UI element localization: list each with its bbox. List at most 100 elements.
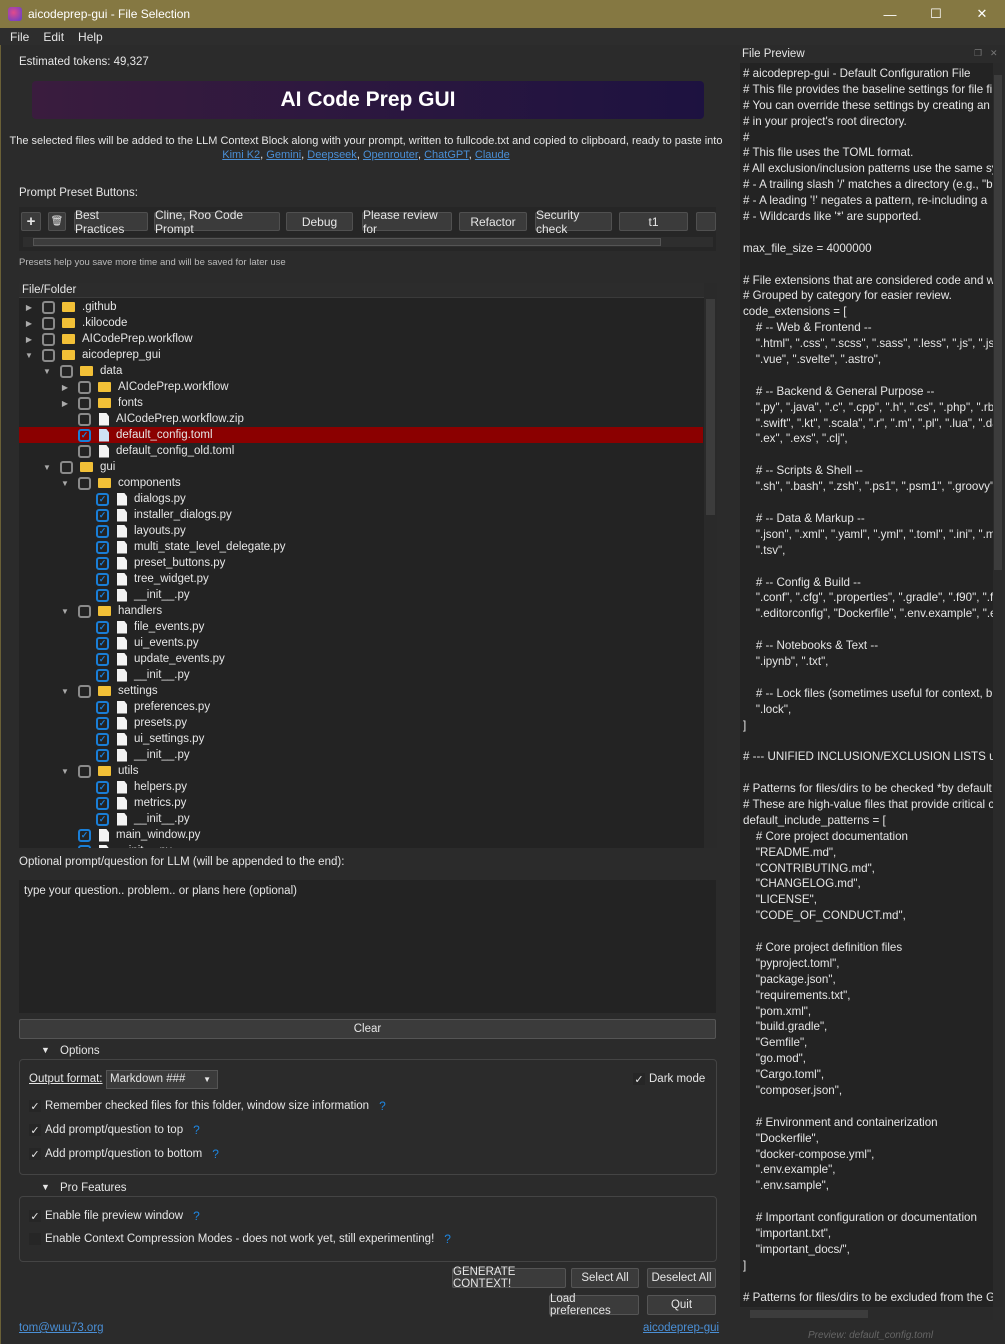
- preset-button[interactable]: Security check: [535, 208, 612, 236]
- row-checkbox[interactable]: [78, 412, 91, 426]
- scrollbar-thumb[interactable]: [994, 75, 1002, 570]
- tree-row[interactable]: ✓update_events.py: [19, 651, 703, 667]
- preview-hscrollbar[interactable]: [740, 1308, 993, 1320]
- help-icon[interactable]: ?: [193, 1209, 200, 1223]
- tree-row[interactable]: ✓preset_buttons.py: [19, 555, 703, 571]
- row-checkbox[interactable]: ✓: [96, 620, 109, 634]
- row-checkbox[interactable]: [42, 300, 55, 314]
- row-checkbox[interactable]: [78, 684, 91, 698]
- row-checkbox[interactable]: ✓: [96, 540, 109, 554]
- tree-row[interactable]: ▶AICodePrep.workflow: [19, 331, 703, 347]
- row-checkbox[interactable]: [60, 364, 73, 378]
- tree-row[interactable]: ✓helpers.py: [19, 779, 703, 795]
- prompt-input[interactable]: type your question.. problem.. or plans …: [19, 880, 716, 1013]
- tree-row[interactable]: ✓ui_events.py: [19, 635, 703, 651]
- tree-row[interactable]: ▼components: [19, 475, 703, 491]
- float-icon[interactable]: ❐: [974, 48, 983, 58]
- minimize-button[interactable]: —: [883, 6, 897, 22]
- tree-row[interactable]: ✓ui_settings.py: [19, 731, 703, 747]
- row-checkbox[interactable]: ✓: [96, 812, 109, 826]
- tree-row[interactable]: ✓default_config.toml: [19, 427, 703, 443]
- menu-file[interactable]: File: [10, 29, 30, 44]
- compression-checkbox[interactable]: Enable Context Compression Modes - does …: [29, 1232, 451, 1246]
- expand-arrow-icon[interactable]: ▶: [25, 302, 33, 312]
- tree-row[interactable]: ▶AICodePrep.workflow: [19, 379, 703, 395]
- close-button[interactable]: ✕: [976, 6, 988, 21]
- row-checkbox[interactable]: ✓: [96, 492, 109, 506]
- tree-row[interactable]: default_config_old.toml: [19, 443, 703, 459]
- row-checkbox[interactable]: ✓: [96, 508, 109, 522]
- preview-checkbox[interactable]: ✓Enable file preview window?: [29, 1209, 200, 1223]
- tree-row[interactable]: ▼data: [19, 363, 703, 379]
- row-checkbox[interactable]: ✓: [78, 428, 91, 442]
- tree-row[interactable]: ✓__init__.py: [19, 843, 703, 848]
- row-checkbox[interactable]: ✓: [96, 780, 109, 794]
- expand-arrow-icon[interactable]: ▶: [25, 334, 33, 344]
- tree-row[interactable]: ▼aicodeprep_gui: [19, 347, 703, 363]
- row-checkbox[interactable]: [60, 460, 73, 474]
- maximize-button[interactable]: ☐: [930, 6, 942, 21]
- tree-row[interactable]: ✓installer_dialogs.py: [19, 507, 703, 523]
- scrollbar-thumb[interactable]: [33, 238, 661, 246]
- dark-mode-checkbox[interactable]: ✓Dark mode: [633, 1073, 705, 1086]
- row-checkbox[interactable]: [42, 316, 55, 330]
- tree-row[interactable]: ✓__init__.py: [19, 667, 703, 683]
- menu-edit[interactable]: Edit: [43, 29, 65, 44]
- preset-button[interactable]: Best Practices: [74, 208, 148, 236]
- expand-arrow-icon[interactable]: ▼: [61, 686, 69, 696]
- delete-preset-button[interactable]: 🗑: [48, 212, 66, 231]
- help-icon[interactable]: ?: [379, 1099, 386, 1113]
- row-checkbox[interactable]: [78, 476, 91, 490]
- expand-arrow-icon[interactable]: ▶: [61, 398, 69, 408]
- llm-link[interactable]: Openrouter: [362, 149, 418, 161]
- tree-row[interactable]: ▶.github: [19, 299, 703, 315]
- row-checkbox[interactable]: [78, 604, 91, 618]
- tree-row[interactable]: ✓main_window.py: [19, 827, 703, 843]
- close-icon[interactable]: ✕: [990, 48, 998, 58]
- row-checkbox[interactable]: ✓: [96, 796, 109, 810]
- scrollbar-thumb[interactable]: [706, 299, 715, 515]
- preset-button-partial[interactable]: [696, 212, 716, 231]
- scrollbar-thumb[interactable]: [750, 1310, 868, 1318]
- llm-link[interactable]: Claude: [474, 149, 510, 161]
- add-bottom-checkbox[interactable]: ✓Add prompt/question to bottom?: [29, 1147, 219, 1161]
- tree-row[interactable]: ▶fonts: [19, 395, 703, 411]
- tree-row[interactable]: ✓metrics.py: [19, 795, 703, 811]
- tree-row[interactable]: ▼gui: [19, 459, 703, 475]
- row-checkbox[interactable]: ✓: [96, 524, 109, 538]
- clear-button[interactable]: Clear: [19, 1019, 716, 1039]
- preset-button[interactable]: Cline, Roo Code Prompt: [154, 208, 280, 236]
- tree-row[interactable]: ▶.kilocode: [19, 315, 703, 331]
- quit-button[interactable]: Quit: [647, 1295, 716, 1315]
- row-checkbox[interactable]: ✓: [96, 700, 109, 714]
- row-checkbox[interactable]: ✓: [96, 668, 109, 682]
- row-checkbox[interactable]: ✓: [96, 636, 109, 650]
- expand-arrow-icon[interactable]: ▼: [61, 478, 69, 488]
- preview-vscrollbar[interactable]: [993, 63, 1003, 1307]
- tree-row[interactable]: ✓tree_widget.py: [19, 571, 703, 587]
- tree-row[interactable]: ▼settings: [19, 683, 703, 699]
- row-checkbox[interactable]: ✓: [96, 556, 109, 570]
- row-checkbox[interactable]: [78, 396, 91, 410]
- row-checkbox[interactable]: [42, 348, 55, 362]
- row-checkbox[interactable]: ✓: [96, 716, 109, 730]
- expand-arrow-icon[interactable]: ▶: [25, 318, 33, 328]
- project-link[interactable]: aicodeprep-gui: [643, 1322, 720, 1334]
- tree-row[interactable]: ✓__init__.py: [19, 747, 703, 763]
- pro-collapse-icon[interactable]: ▼: [41, 1182, 50, 1192]
- row-checkbox[interactable]: ✓: [96, 588, 109, 602]
- remember-checkbox[interactable]: ✓Remember checked files for this folder,…: [29, 1099, 386, 1113]
- row-checkbox[interactable]: ✓: [96, 572, 109, 586]
- expand-arrow-icon[interactable]: ▼: [25, 350, 33, 360]
- generate-context-button[interactable]: GENERATE CONTEXT!: [452, 1266, 566, 1290]
- preview-text-area[interactable]: # aicodeprep-gui - Default Configuration…: [740, 63, 993, 1307]
- tree-row[interactable]: ✓file_events.py: [19, 619, 703, 635]
- select-all-button[interactable]: Select All: [571, 1268, 639, 1288]
- row-checkbox[interactable]: ✓: [78, 844, 91, 848]
- llm-link[interactable]: Gemini: [266, 149, 302, 161]
- preset-button[interactable]: Refactor: [459, 212, 527, 231]
- row-checkbox[interactable]: [78, 764, 91, 778]
- tree-row[interactable]: ✓__init__.py: [19, 811, 703, 827]
- tree-row[interactable]: ▼handlers: [19, 603, 703, 619]
- preset-scrollbar[interactable]: [23, 237, 713, 247]
